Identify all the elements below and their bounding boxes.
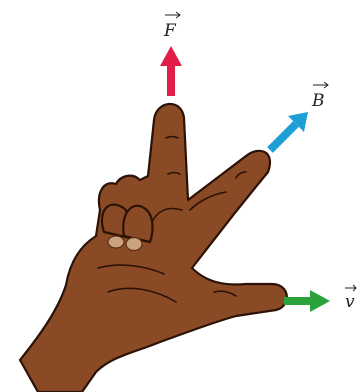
hand-crease-line <box>213 290 237 297</box>
force-arrow-head <box>160 46 182 66</box>
hand-crease-line <box>151 207 183 223</box>
velocity-arrow-shaft <box>284 297 312 305</box>
velocity-arrow-head <box>310 290 330 312</box>
hand-silhouette <box>18 102 288 392</box>
fingernail-2 <box>125 236 143 252</box>
hand-crease-line <box>189 191 227 211</box>
hand-illustration <box>18 102 288 392</box>
velocity-vector: v <box>284 284 357 312</box>
magnetic-field-vector: B <box>267 81 329 153</box>
hand-crease-line <box>165 135 179 139</box>
hand-crease-line <box>235 171 247 179</box>
magnetic-field-label-overarrow <box>313 81 329 89</box>
velocity-label: v <box>345 292 355 312</box>
magnetic-field-label: B <box>311 91 325 111</box>
hand-crease-line <box>107 287 177 303</box>
magnetic-field-arrow-head <box>288 112 308 132</box>
curled-finger-back <box>122 204 154 244</box>
force-label: F <box>163 21 177 41</box>
force-label-overarrow <box>165 11 181 19</box>
hand-crease-line <box>167 171 181 175</box>
velocity-label-overarrow <box>345 284 357 292</box>
fingernail-1 <box>107 235 125 249</box>
hand-crease-line <box>97 264 165 275</box>
force-arrow-shaft <box>167 64 175 96</box>
magnetic-field-arrow-shaft <box>267 121 299 153</box>
force-vector: F <box>160 11 182 96</box>
